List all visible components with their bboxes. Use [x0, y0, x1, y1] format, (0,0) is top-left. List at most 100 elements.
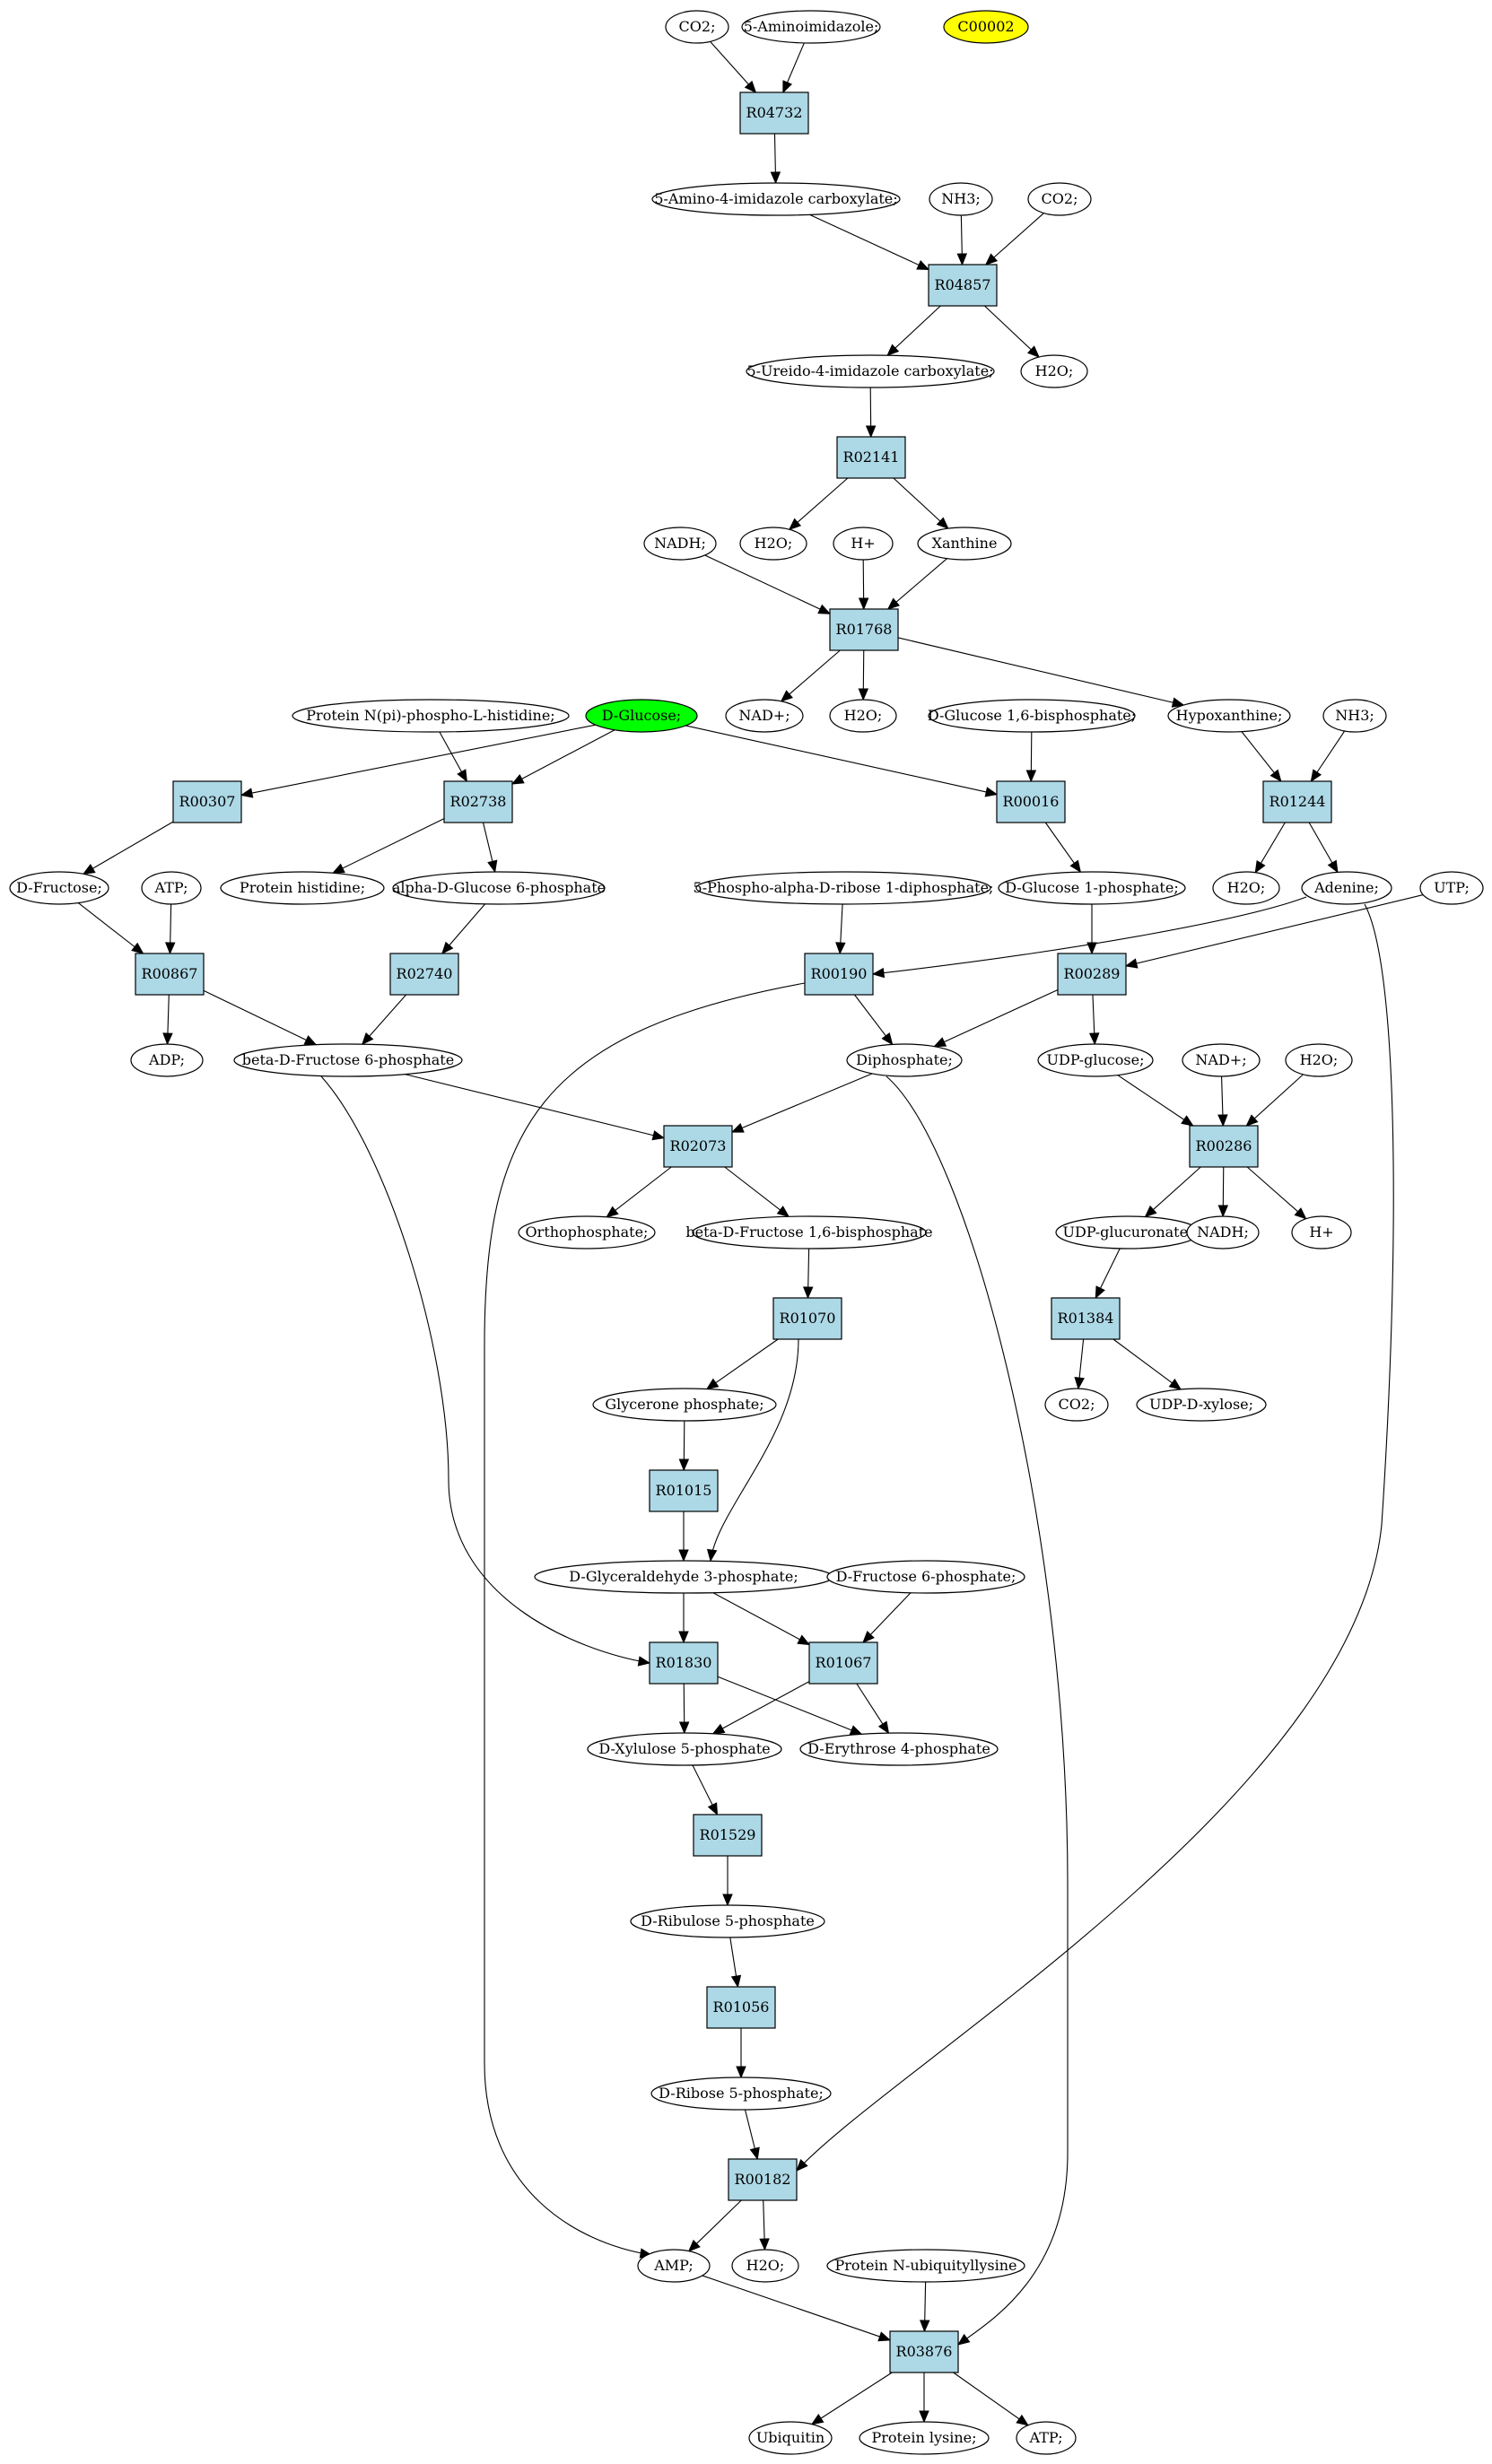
node-label: H+: [851, 535, 875, 552]
compound-ellipse: [1301, 871, 1392, 905]
arrowhead: [919, 2320, 930, 2333]
arrowhead: [711, 1723, 726, 1735]
compound-node-h2o_f: H2O;: [731, 2249, 799, 2283]
node-label: Glycerone phosphate;: [605, 1396, 763, 1413]
edge-b_fru16bp-to-r01070: [802, 1248, 814, 1300]
arrowhead: [736, 2066, 746, 2079]
node-label: Protein N-ubiquityllysine: [834, 2257, 1016, 2274]
edge-ribulose5p-to-r01056: [729, 1937, 742, 1989]
reaction-node-r01015: R01015: [649, 1469, 719, 1512]
compound-ellipse: [9, 871, 109, 905]
compound-node-b_fru6p: beta-D-Fructose 6-phosphate: [233, 1043, 463, 1077]
arrowhead: [1327, 859, 1339, 874]
compound-ellipse: [829, 699, 897, 733]
compound-ellipse: [846, 1043, 963, 1077]
node-label: Protein lysine;: [871, 2429, 976, 2446]
node-label: R00190: [811, 965, 868, 982]
node-label: 5-Phospho-alpha-D-ribose 1-diphosphate;: [694, 879, 994, 896]
node-label: R01015: [656, 1482, 712, 1499]
edge-r01070-to-gap: [706, 1338, 799, 1563]
arrowhead: [788, 518, 802, 531]
node-label: beta-D-Fructose 1,6-bisphosphate: [685, 1223, 932, 1241]
compound-ellipse: [1027, 182, 1092, 216]
node-label: D-Glucose 1,6-bisphosphate;: [928, 707, 1136, 724]
nodes-layer: CO2;5-Aminoimidazole;C00002R047325-Amino…: [9, 10, 1484, 2455]
node-label: R00016: [1003, 793, 1060, 810]
edge-r02073-to-orthophosphate: [606, 1166, 672, 1218]
node-label: ATP;: [154, 879, 188, 896]
arrowhead: [1144, 1205, 1157, 1218]
arrowhead: [162, 1032, 173, 1046]
reaction-box: [172, 780, 242, 823]
edge-b_fru6p-to-r02073: [405, 1074, 666, 1141]
compound-node-protein_phosphohis: Protein N(pi)-phospho-L-histidine;: [292, 699, 570, 733]
arrowhead: [240, 788, 254, 798]
edge-r01244-to-adenine: [1308, 822, 1339, 874]
node-label: D-Xylulose 5-phosphate: [598, 1740, 770, 1757]
edge-r03876-to-atp_b: [953, 2372, 1029, 2426]
edge-r02073-to-b_fru16bp: [724, 1166, 790, 1218]
arrowhead: [984, 253, 999, 266]
node-label: beta-D-Fructose 6-phosphate: [242, 1051, 454, 1068]
arrowhead: [886, 597, 901, 610]
compound-node-ribose5p: D-Ribose 5-phosphate;: [650, 2077, 832, 2111]
node-label: AMP;: [653, 2257, 694, 2274]
edge-xanthine-to-r01768: [886, 558, 947, 610]
edge-r00307-to-d_fructose: [82, 821, 174, 875]
edge-glycerone_p-to-r01015: [678, 1420, 690, 1472]
arrowhead: [796, 2158, 808, 2172]
reaction-node-r00190: R00190: [804, 953, 874, 996]
edge-atp_a-to-r00867: [164, 903, 176, 955]
node-label: R02141: [843, 448, 900, 466]
node-label: NAD+;: [738, 707, 790, 724]
node-label: D-Ribose 5-phosphate;: [659, 2085, 824, 2102]
compound-node-nadplus_b: NAD+;: [1182, 1043, 1261, 1077]
arrowhead: [730, 1974, 742, 1989]
compound-ellipse: [637, 2249, 711, 2283]
reaction-node-r01384: R01384: [1051, 1297, 1121, 1340]
compound-ellipse: [746, 354, 995, 388]
reaction-box: [1057, 953, 1127, 996]
arrowhead: [1181, 1115, 1194, 1127]
node-label: Orthophosphate;: [526, 1223, 649, 1241]
node-label: 5-Amino-4-imidazole carboxylate;: [654, 190, 897, 207]
compound-ellipse: [1167, 699, 1291, 733]
compound-ellipse: [731, 2249, 799, 2283]
compound-ellipse: [643, 527, 717, 561]
compound-node-h2o_e: H2O;: [1285, 1043, 1353, 1077]
arrowhead: [916, 260, 930, 271]
arrowhead: [1025, 770, 1037, 783]
arrowhead: [82, 864, 96, 875]
compound-node-hplus_a: H+: [833, 527, 894, 561]
arrowhead: [797, 1634, 811, 1646]
arrowhead: [722, 1894, 733, 1907]
reaction-box: [135, 953, 205, 996]
arrowhead: [678, 1549, 689, 1563]
arrowhead: [1294, 1207, 1307, 1220]
reaction-node-r01070: R01070: [772, 1297, 842, 1340]
compound-node-ureido_imid_carbox: 5-Ureido-4-imidazole carboxylate;: [746, 354, 995, 388]
compound-node-nh3_b: NH3;: [1322, 699, 1387, 733]
edge-nh3_b-to-r01244: [1310, 730, 1346, 783]
node-label: R00289: [1064, 965, 1121, 982]
node-label: NH3;: [941, 190, 981, 207]
edge-ureido_imid_carbox-to-r02141: [865, 387, 877, 439]
node-label: R01056: [713, 1998, 770, 2016]
arrowhead: [687, 2239, 701, 2252]
reaction-box: [693, 1814, 763, 1857]
reaction-box: [739, 91, 809, 135]
compound-node-hplus_b: H+: [1291, 1215, 1352, 1249]
compound-ellipse: [929, 182, 993, 216]
arrowhead: [164, 942, 176, 955]
arrowhead: [707, 1802, 719, 1816]
arrowhead: [749, 2146, 760, 2161]
node-label: 5-Aminoimidazole;: [744, 18, 879, 35]
node-label: ADP;: [148, 1051, 185, 1068]
compound-ellipse: [928, 699, 1136, 733]
reaction-box: [928, 264, 998, 307]
arrowhead: [1016, 2414, 1029, 2426]
arrowhead: [780, 690, 793, 702]
edge-r00289-to-udp_glucose: [1088, 994, 1100, 1046]
arrowhead: [956, 2333, 971, 2346]
compound-node-fru6p: D-Fructose 6-phosphate;: [826, 1560, 1025, 1594]
